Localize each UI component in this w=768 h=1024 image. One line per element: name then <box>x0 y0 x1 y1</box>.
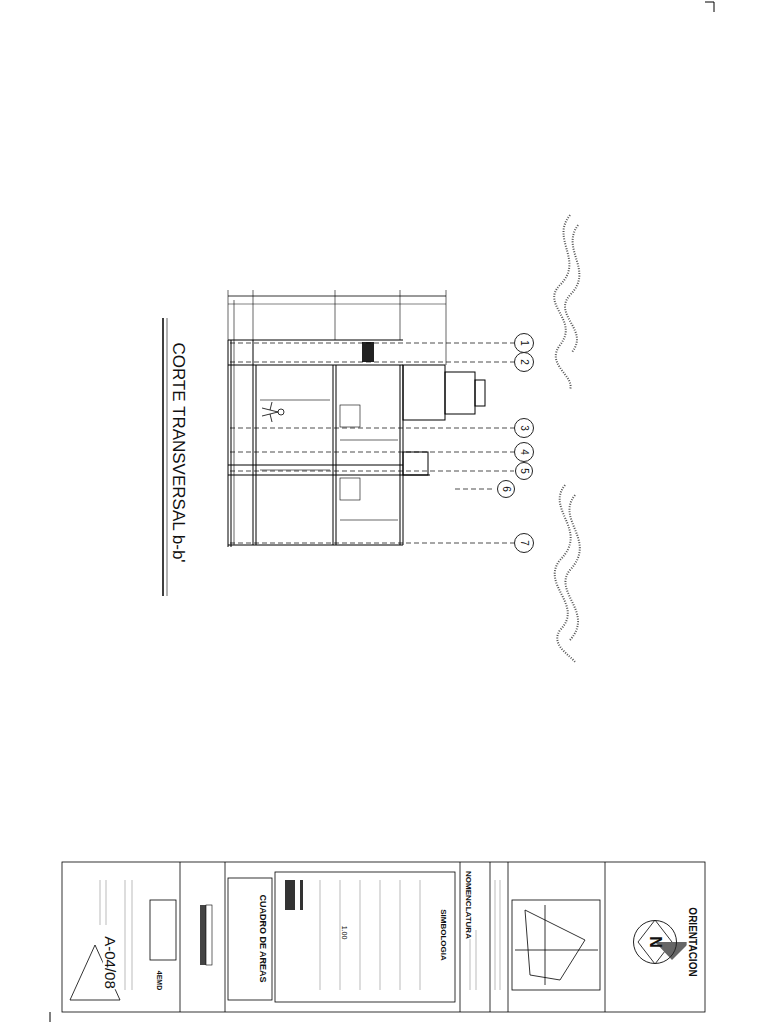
sheet-number: A-04/08 <box>102 936 117 989</box>
level-symbol: 1.00 <box>342 925 349 939</box>
group-code: 4EMD <box>156 970 163 989</box>
axis-bubble: 1 <box>514 333 534 353</box>
north-compass: N <box>633 920 677 964</box>
block-heading: NOMENCLATURA <box>464 871 472 939</box>
axis-number: 2 <box>519 359 529 365</box>
axis-bubble: 3 <box>514 418 534 438</box>
axis-number: 7 <box>519 540 529 546</box>
axis-bubble: 4 <box>514 442 534 462</box>
axis-number: 3 <box>519 425 529 431</box>
axis-bubble: 2 <box>514 352 534 372</box>
axis-bubble: 6 <box>497 480 515 498</box>
block-heading: CUADRO DE AREAS <box>257 894 266 982</box>
axis-number: 4 <box>519 449 529 455</box>
axis-number: 6 <box>501 486 511 492</box>
axis-number: 5 <box>519 468 529 474</box>
north-letter: N <box>647 936 663 948</box>
axis-bubble: 7 <box>514 533 534 553</box>
drawing-title: CORTE TRANSVERSAL b-b' <box>169 342 186 562</box>
axis-number: 1 <box>519 340 529 346</box>
axis-bubble: 5 <box>515 462 533 480</box>
block-heading: SIMBOLOGIA <box>439 909 447 961</box>
block-heading: ORIENTACION <box>687 907 697 976</box>
